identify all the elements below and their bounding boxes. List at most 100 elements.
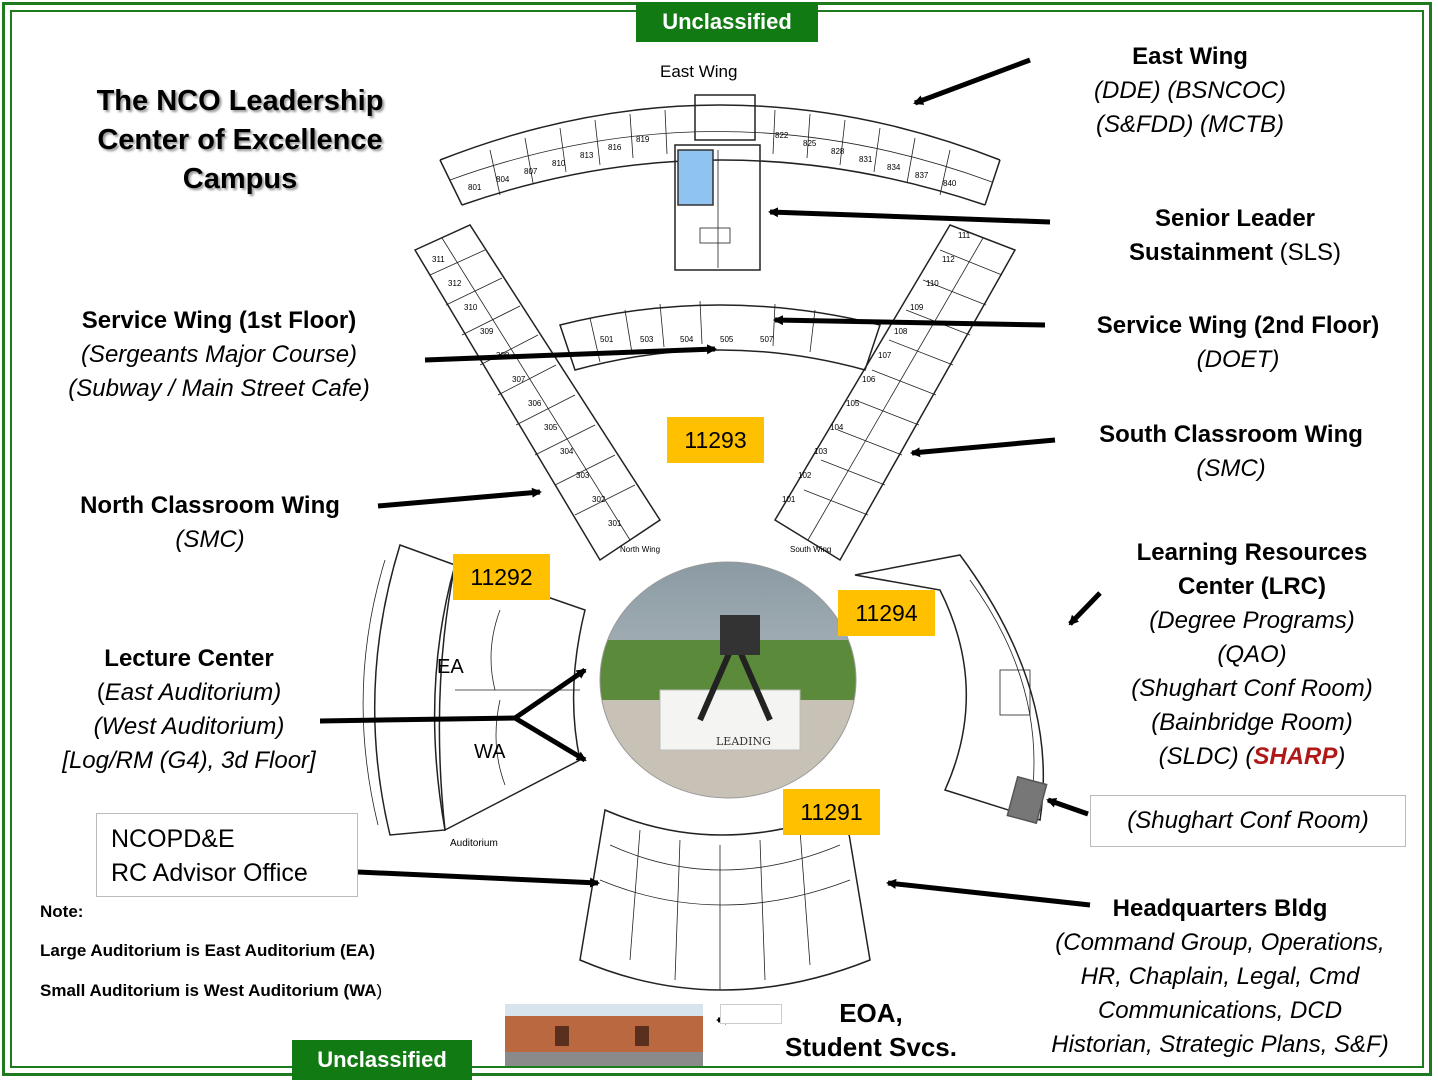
lrc-plan bbox=[854, 554, 1048, 825]
map-label-auditorium: Auditorium bbox=[450, 838, 498, 849]
east-wing-line1: (DDE) (BSNCOC) bbox=[1094, 77, 1286, 104]
room-label: 110 bbox=[926, 279, 939, 288]
headquarters-plan bbox=[579, 808, 871, 991]
south-wing-line1: (SMC) bbox=[1196, 455, 1266, 482]
lrc-line1: (Degree Programs) bbox=[1149, 607, 1355, 634]
room-label: 101 bbox=[782, 495, 796, 504]
ncopd-box: NCOPD&E RC Advisor Office bbox=[96, 813, 358, 897]
lrc-callout: Learning Resources Center (LRC) (Degree … bbox=[1100, 536, 1404, 774]
classification-banner-top: Unclassified bbox=[636, 2, 818, 42]
room-label: 107 bbox=[878, 351, 892, 360]
room-label: 813 bbox=[580, 151, 594, 160]
title-line-3: Campus bbox=[182, 163, 298, 195]
south-wing-plan bbox=[773, 224, 1017, 562]
lrc-line5: (SLDC) (SHARP) bbox=[1100, 740, 1404, 774]
building-tag-11292: 11292 bbox=[453, 554, 550, 600]
room-label: 307 bbox=[512, 375, 526, 384]
ncopd-line2: RC Advisor Office bbox=[111, 859, 308, 887]
room-label: 304 bbox=[560, 447, 574, 456]
sls-title-1: Senior Leader bbox=[1154, 205, 1316, 232]
east-wing-title: East Wing bbox=[1132, 43, 1248, 70]
room-label: 103 bbox=[814, 447, 828, 456]
room-label: 106 bbox=[862, 375, 876, 384]
title-line-1: The NCO Leadership bbox=[96, 85, 384, 117]
room-label: 816 bbox=[608, 143, 622, 152]
map-label-north-wing: North Wing bbox=[620, 545, 660, 554]
service-1st-line1: (Sergeants Major Course) bbox=[80, 341, 358, 368]
ncopd-line1: NCOPD&E bbox=[111, 825, 235, 853]
room-label: 311 bbox=[432, 255, 445, 264]
north-wing-plan bbox=[413, 224, 662, 562]
lrc-line5a: (SLDC) ( bbox=[1158, 743, 1254, 770]
room-label: 505 bbox=[720, 335, 734, 344]
room-label: 310 bbox=[464, 303, 478, 312]
center-monument-photo: LEADING bbox=[600, 562, 856, 798]
room-label: 822 bbox=[775, 131, 789, 140]
hq-title: Headquarters Bldg bbox=[1112, 895, 1328, 922]
service-1st-title: Service Wing (1st Floor) bbox=[81, 307, 357, 334]
room-label: 112 bbox=[942, 255, 955, 264]
room-label: 303 bbox=[576, 471, 590, 480]
campus-title: The NCO Leadership Center of Excellence … bbox=[60, 82, 420, 199]
room-label: 828 bbox=[831, 147, 845, 156]
lecture-center-plan bbox=[362, 544, 586, 836]
note-line2a: Small Auditorium is West Auditorium (WA bbox=[40, 981, 377, 1000]
room-label: 504 bbox=[680, 335, 694, 344]
building-tag-11294: 11294 bbox=[838, 590, 935, 636]
room-label: 308 bbox=[496, 351, 510, 360]
note-label: Note: bbox=[40, 902, 84, 921]
sls-title-2: Sustainment bbox=[1128, 239, 1273, 266]
room-label: 312 bbox=[448, 279, 462, 288]
room-label: 819 bbox=[636, 135, 650, 144]
room-label: 309 bbox=[480, 327, 494, 336]
eoa-callout: EOA, Student Svcs. bbox=[776, 996, 966, 1064]
service-2nd-line1: (DOET) bbox=[1196, 346, 1280, 373]
north-wing-title: North Classroom Wing bbox=[80, 492, 340, 519]
eoa-arrow-box bbox=[720, 1004, 782, 1024]
room-label: 105 bbox=[846, 399, 860, 408]
room-label: 301 bbox=[608, 519, 622, 528]
lecture-title: Lecture Center bbox=[104, 645, 274, 672]
room-label: 801 bbox=[468, 183, 482, 192]
lecture-line1b: East Auditorium) bbox=[104, 679, 282, 706]
lrc-line5c: ) bbox=[1337, 743, 1346, 770]
lecture-center-callout: Lecture Center (East Auditorium) (West A… bbox=[36, 642, 342, 778]
map-label-wa: WA bbox=[474, 741, 506, 763]
shughart-conf-room-box: (Shughart Conf Room) bbox=[1090, 795, 1406, 847]
building-tag-11291: 11291 bbox=[783, 789, 880, 835]
callout-arrows bbox=[319, 57, 1102, 1025]
building-tag-11293: 11293 bbox=[667, 417, 764, 463]
south-wing-callout: South Classroom Wing (SMC) bbox=[1070, 418, 1392, 486]
lecture-line1a: ( bbox=[96, 679, 105, 706]
hq-line1: (Command Group, Operations, bbox=[1055, 929, 1385, 956]
classification-banner-bottom: Unclassified bbox=[292, 1040, 472, 1080]
hq-line2: HR, Chaplain, Legal, Cmd bbox=[1080, 963, 1360, 990]
room-label: 810 bbox=[552, 159, 566, 168]
map-label-ea: EA bbox=[437, 656, 464, 678]
note-line2b: ) bbox=[376, 981, 383, 1000]
map-label-east-wing: East Wing bbox=[660, 62, 738, 81]
headquarters-callout: Headquarters Bldg (Command Group, Operat… bbox=[1010, 892, 1430, 1062]
room-label: 831 bbox=[859, 155, 873, 164]
service-wing-2nd-callout: Service Wing (2nd Floor) (DOET) bbox=[1070, 309, 1406, 377]
room-label: 807 bbox=[524, 167, 538, 176]
service-1st-line2: (Subway / Main Street Cafe) bbox=[68, 375, 370, 402]
lrc-line2: (QAO) bbox=[1217, 641, 1287, 668]
room-label: 834 bbox=[887, 163, 901, 172]
room-label: 840 bbox=[943, 179, 957, 188]
room-label: 825 bbox=[803, 139, 817, 148]
service-wing-1st-callout: Service Wing (1st Floor) (Sergeants Majo… bbox=[36, 304, 402, 406]
lecture-line3: [Log/RM (G4), 3d Floor] bbox=[62, 747, 316, 774]
room-label: 108 bbox=[894, 327, 908, 336]
eoa-line2: Student Svcs. bbox=[785, 1032, 957, 1062]
shughart-box-text: (Shughart Conf Room) bbox=[1127, 807, 1369, 834]
eoa-building-photo bbox=[505, 1004, 703, 1066]
room-label: 104 bbox=[830, 423, 844, 432]
sharp-label: SHARP bbox=[1253, 743, 1338, 770]
room-label: 302 bbox=[592, 495, 606, 504]
eoa-line1: EOA, bbox=[839, 998, 903, 1028]
north-wing-line1: (SMC) bbox=[175, 526, 245, 553]
title-line-2: Center of Excellence bbox=[97, 124, 383, 156]
service-2nd-title: Service Wing (2nd Floor) bbox=[1096, 312, 1380, 339]
